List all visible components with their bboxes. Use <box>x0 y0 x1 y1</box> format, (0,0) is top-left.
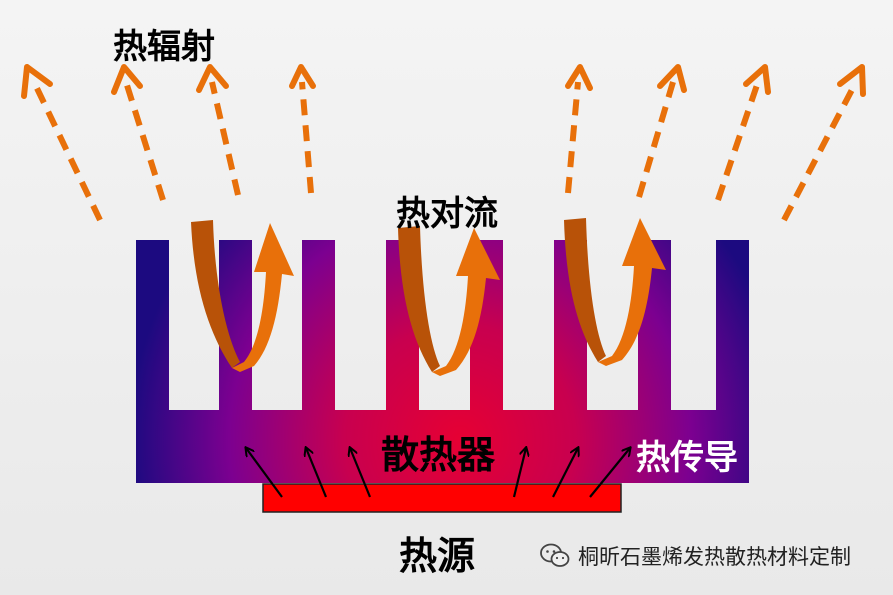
heat-source-block <box>262 483 622 513</box>
label-heat-conduction: 热传导 <box>636 438 738 478</box>
radiation-arrow-5 <box>565 81 581 194</box>
label-heat-radiation: 热辐射 <box>113 27 215 67</box>
conduction-arrow-6 <box>589 448 630 498</box>
heat-sink-body <box>136 240 749 483</box>
radiation-arrows <box>31 80 859 222</box>
radiation-arrow-4 <box>299 81 314 194</box>
convection-loop-3 <box>564 218 666 366</box>
convection-loop-1 <box>191 220 294 372</box>
conduction-arrows <box>246 448 630 498</box>
conduction-arrow-2 <box>306 448 328 498</box>
radiation-arrow-2 <box>123 81 166 201</box>
watermark-text: 桐昕石墨烯发热散热材料定制 <box>578 545 851 569</box>
radiation-arrow-8 <box>781 80 859 222</box>
label-heat-source: 热源 <box>399 534 476 578</box>
watermark: 桐昕石墨烯发热散热材料定制 <box>540 542 851 570</box>
conduction-arrow-1 <box>246 448 283 498</box>
convection-loop-2 <box>398 226 500 376</box>
label-heat-sink: 散热器 <box>381 433 496 477</box>
conduction-arrow-5 <box>552 448 578 498</box>
radiation-arrowheads <box>21 64 866 99</box>
radiation-arrow-7 <box>715 81 761 201</box>
conduction-arrow-4 <box>512 448 526 498</box>
radiation-arrow-1 <box>31 80 103 222</box>
conduction-arrow-3 <box>350 448 372 498</box>
radiation-arrow-3 <box>209 81 241 196</box>
radiation-arrow-6 <box>636 81 676 198</box>
wechat-icon <box>540 543 570 567</box>
label-heat-convection: 热对流 <box>396 194 498 234</box>
